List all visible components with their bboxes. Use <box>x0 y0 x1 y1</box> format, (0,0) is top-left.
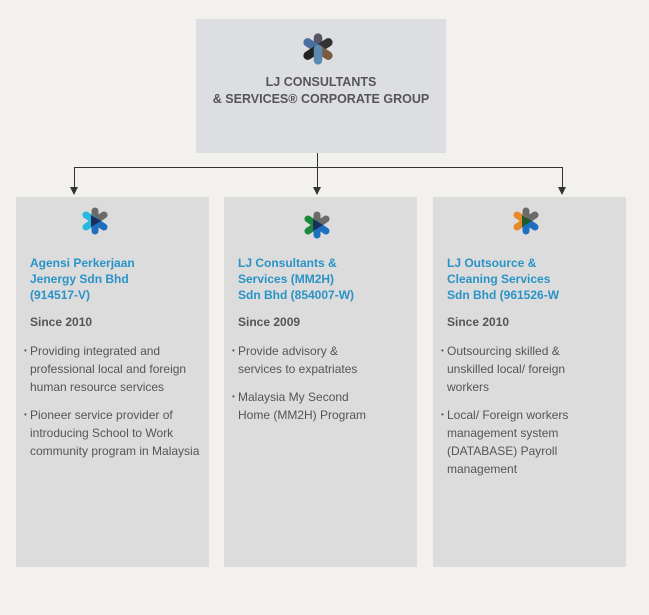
company-name-line: (914517-V) <box>30 288 91 302</box>
company-name-line: LJ Consultants & <box>238 256 337 270</box>
services-list: Providing integrated and professional lo… <box>24 342 205 470</box>
group-logo-icon <box>303 33 333 65</box>
company-name: LJ Consultants & Services (MM2H) Sdn Bhd (… <box>238 255 409 303</box>
connector-left <box>74 167 75 187</box>
group-box: LJ CONSULTANTS & SERVICES® CORPORATE GRO… <box>196 19 446 153</box>
connector-right <box>562 167 563 187</box>
since-year: Since 2010 <box>30 315 93 329</box>
service-item: Provide advisory & services to expatriat… <box>232 342 377 378</box>
arrow-down-icon <box>313 187 321 195</box>
company-logo-icon <box>82 207 108 235</box>
company-name-line: Services (MM2H) <box>238 272 335 286</box>
group-title-line1: LJ CONSULTANTS <box>265 75 377 89</box>
company-name-line: Sdn Bhd (961526-W <box>447 288 560 302</box>
company-card: LJ Consultants & Services (MM2H) Sdn Bhd (… <box>224 197 417 567</box>
group-title-line2: & SERVICES® CORPORATE GROUP <box>212 92 430 106</box>
company-name-line: LJ Outsource & <box>447 256 537 270</box>
service-item: Pioneer service provider of introducing … <box>24 406 205 460</box>
services-list: Provide advisory & services to expatriat… <box>232 342 377 434</box>
since-year: Since 2009 <box>238 315 301 329</box>
connector-middle <box>317 167 318 187</box>
company-name-line: Agensi Perkerjaan <box>30 256 135 270</box>
services-list: Outsourcing skilled & unskilled local/ f… <box>441 342 604 488</box>
company-name-line: Cleaning Services <box>447 272 551 286</box>
service-item: Local/ Foreign workers management system… <box>441 406 604 478</box>
company-logo-icon <box>304 211 330 239</box>
arrow-down-icon <box>558 187 566 195</box>
connector-horizontal <box>74 167 563 168</box>
service-item: Malaysia My Second Home (MM2H) Program <box>232 388 377 424</box>
company-name-line: Sdn Bhd (854007-W) <box>238 288 355 302</box>
company-logo-icon <box>513 207 539 235</box>
service-item: Outsourcing skilled & unskilled local/ f… <box>441 342 604 396</box>
service-item: Providing integrated and professional lo… <box>24 342 205 396</box>
since-year: Since 2010 <box>447 315 510 329</box>
arrow-down-icon <box>70 187 78 195</box>
connector-vertical <box>317 153 318 167</box>
company-name-line: Jenergy Sdn Bhd <box>30 272 129 286</box>
